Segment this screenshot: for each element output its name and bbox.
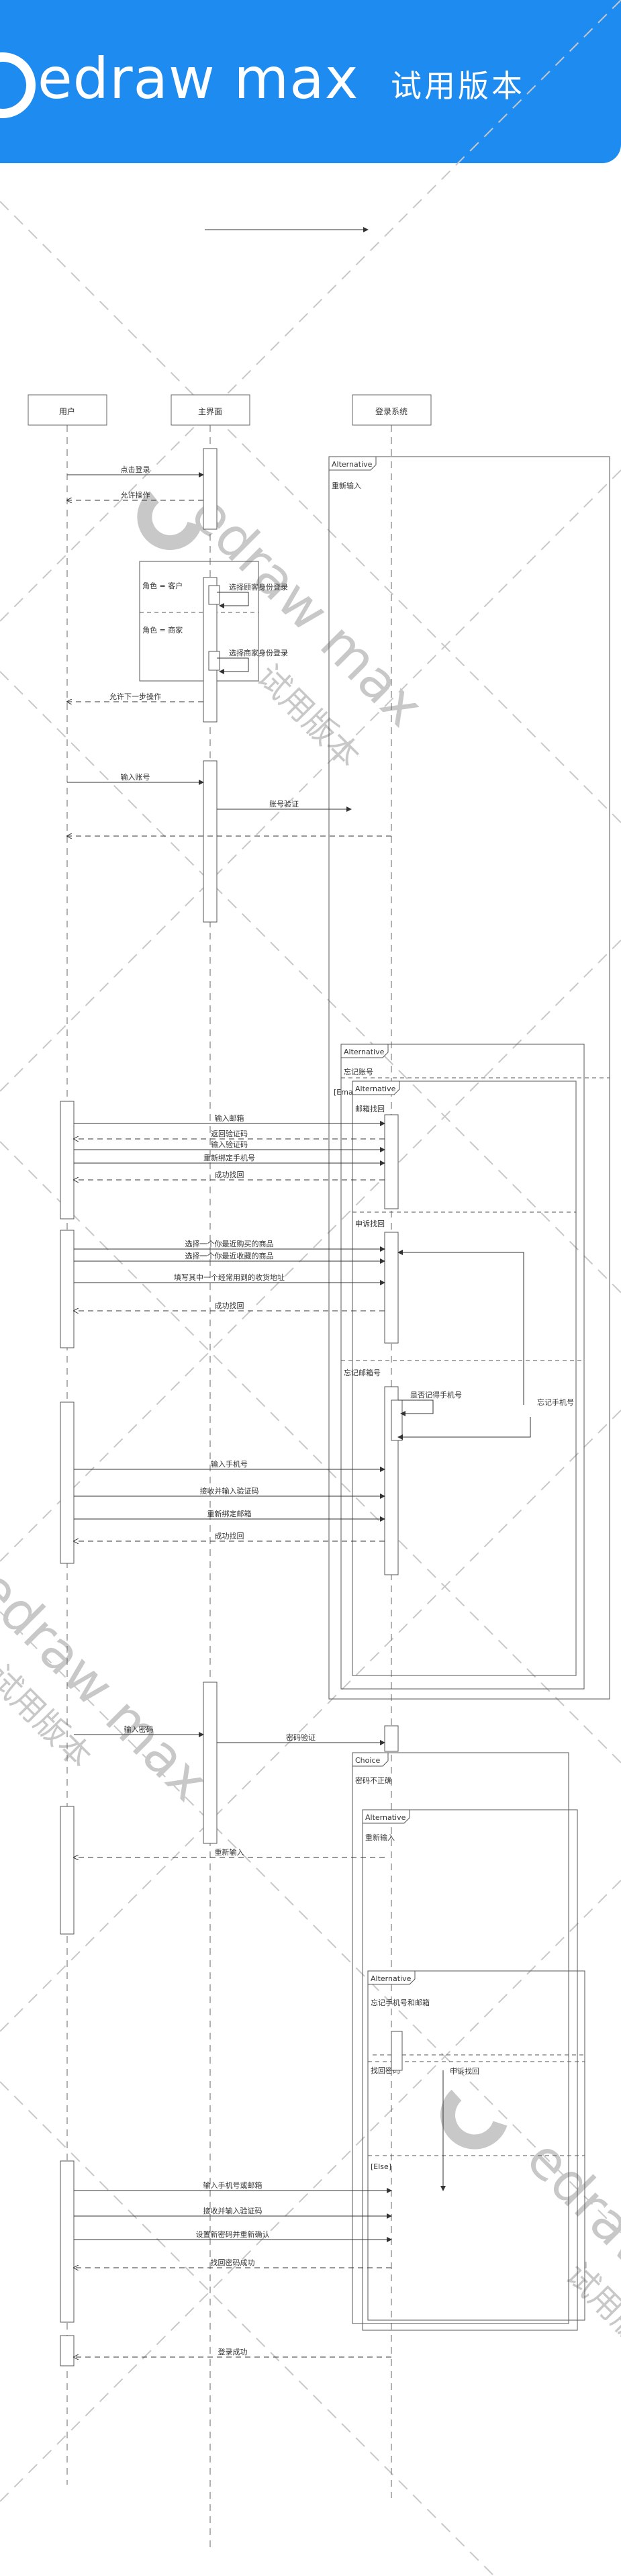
watermark-logo-icon xyxy=(137,491,202,550)
activation-bar xyxy=(391,1399,403,1441)
message-label: 忘记手机号 xyxy=(537,1397,574,1407)
message-label: 返回验证码 xyxy=(211,1129,248,1138)
message-label: 成功找回 xyxy=(215,1170,244,1179)
fragment-guard: 忘记手机号和邮箱 xyxy=(371,1998,430,2007)
message-label: 申诉找回 xyxy=(450,2066,479,2076)
watermark-trial-3: 试用版本 xyxy=(559,2256,621,2373)
message-label: 允许下一步操作 xyxy=(109,692,161,701)
activation-bar xyxy=(60,2160,75,2323)
fragment-tab xyxy=(367,1970,416,1985)
fragment-role-select xyxy=(139,561,259,682)
watermark-logo-icon xyxy=(440,2089,508,2150)
message-label: 选择一个你最近收藏的商品 xyxy=(185,1251,274,1260)
banner-trial-label: 试用版本 xyxy=(391,68,525,104)
lifeline-label-user: 用户 xyxy=(59,406,75,416)
message-arrow-self xyxy=(398,1399,434,1416)
activation-bar xyxy=(60,1101,75,1220)
message-label: 选择顾客身份登录 xyxy=(229,582,288,592)
activation-bar xyxy=(60,2335,75,2366)
message-label: 登录成功 xyxy=(218,2347,248,2356)
fragment-guard: [Else] xyxy=(371,2162,391,2171)
fragment-tab xyxy=(352,1752,389,1767)
message-label: 点击登录 xyxy=(121,465,150,474)
fragment-kind: Alternative xyxy=(355,1085,396,1093)
message-label: 成功找回 xyxy=(215,1301,244,1310)
fragment-guard: 申诉找回 xyxy=(355,1219,385,1228)
role-customer: 角色 = 客户 xyxy=(142,581,183,590)
role-merchant: 角色 = 商家 xyxy=(142,625,183,635)
lifeline-head-main xyxy=(171,394,250,426)
fragment-kind: Choice xyxy=(355,1756,380,1765)
message-label: 重新输入 xyxy=(215,1847,244,1857)
lifeline-label-main: 主界面 xyxy=(198,407,222,416)
fragment-guard: 邮箱找回 xyxy=(355,1104,385,1113)
fragment-choice xyxy=(352,1752,569,2324)
fragment-tab xyxy=(340,1044,389,1058)
message-arrow-self xyxy=(217,592,249,608)
fragment-tab xyxy=(352,1080,400,1095)
fragment-guard-prefix: [Ema xyxy=(334,1088,353,1097)
message-label: 输入密码 xyxy=(124,1724,154,1734)
message-label: 选择商家身份登录 xyxy=(229,648,288,657)
fragment-alt-forgot xyxy=(340,1044,585,1690)
activation-bar xyxy=(203,577,218,723)
fragment-tab xyxy=(328,456,377,471)
fragment-kind: Alternative xyxy=(371,1974,412,1983)
message-connector xyxy=(397,1250,524,1405)
message-label: 设置新密码并重新确认 xyxy=(196,2229,270,2239)
fragment-guard: 忘记邮箱号 xyxy=(344,1368,381,1377)
message-label: 是否记得手机号 xyxy=(410,1390,462,1399)
activation-bar xyxy=(384,1725,399,1752)
fragment-alt-phone xyxy=(367,1970,585,2321)
activation-bar xyxy=(208,651,220,671)
message-label: 接收并输入验证码 xyxy=(200,1486,259,1496)
message-label: 账号验证 xyxy=(269,799,299,809)
lifeline-label-login: 登录系统 xyxy=(375,406,408,416)
message-connector xyxy=(397,1417,531,1440)
watermark-brand-3: edraw max xyxy=(515,2127,621,2384)
fragment-kind: Alternative xyxy=(344,1048,385,1056)
fragment-kind: Alternative xyxy=(365,1813,406,1822)
banner-brand: edraw max xyxy=(38,46,359,111)
activation-bar xyxy=(384,1232,399,1344)
trial-banner: edraw max 试用版本 xyxy=(0,0,621,163)
message-label: 输入手机号 xyxy=(211,1459,248,1469)
activation-bar xyxy=(384,1114,399,1209)
activation-bar xyxy=(391,2031,403,2071)
activation-bar xyxy=(203,1682,218,1844)
fragment-guard: 密码不正确 xyxy=(355,1776,392,1785)
message-label: 输入手机号或邮箱 xyxy=(203,2180,262,2190)
message-arrow-self xyxy=(217,657,249,674)
message-label: 密码验证 xyxy=(286,1733,316,1742)
activation-bar xyxy=(60,1230,75,1348)
fragment-kind: Alternative xyxy=(332,460,373,469)
fragment-alt-inner xyxy=(352,1080,577,1676)
activation-bar xyxy=(203,760,218,923)
activation-bar xyxy=(203,448,218,530)
message-label: 重新绑定邮箱 xyxy=(207,1509,252,1518)
message-label: 输入邮箱 xyxy=(215,1113,244,1123)
message-label: 成功找回 xyxy=(215,1531,244,1540)
message-label: 找回密码成功 xyxy=(211,2258,255,2267)
activation-bar xyxy=(208,585,220,605)
activation-bar xyxy=(60,1806,75,1935)
fragment-guard: 重新输入 xyxy=(332,481,361,490)
message-label: 选择一个你最近购买的商品 xyxy=(185,1239,274,1248)
message-label: 允许操作 xyxy=(121,490,150,500)
message-label: 接收并输入验证码 xyxy=(203,2206,262,2215)
fragment-alt-pwd xyxy=(362,1809,578,2331)
fragment-guard: 忘记账号 xyxy=(344,1067,373,1076)
lifeline-head-login xyxy=(352,394,432,426)
message-label: 重新绑定手机号 xyxy=(203,1153,255,1162)
activation-bar xyxy=(60,1401,75,1564)
message-label: 填写其中一个经常用到的收货地址 xyxy=(174,1273,285,1282)
fragment-tab xyxy=(362,1809,410,1824)
message-label: 输入验证码 xyxy=(211,1140,248,1149)
lifeline-head-user xyxy=(28,394,107,426)
message-label: 输入账号 xyxy=(121,772,150,782)
fragment-guard: 重新输入 xyxy=(365,1833,395,1842)
watermark-texts: edraw max 试用版本 edraw max 试用版本 edraw max … xyxy=(0,482,621,2384)
